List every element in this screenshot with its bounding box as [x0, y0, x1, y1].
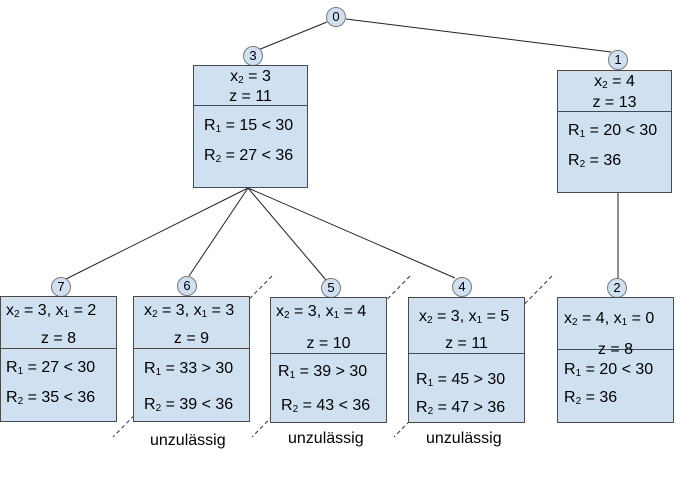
- edge-3-6: [188, 187, 249, 277]
- node-badge-7: 7: [51, 277, 71, 297]
- edge-3-5: [247, 187, 327, 281]
- node-box-5: x2 = 3, x1 = 4 z = 10 R1 = 39 > 30 R2 = …: [270, 297, 387, 423]
- node-2-constraint-1: R1 = 20 < 30: [564, 361, 654, 379]
- node-4-constraint-1: R1 = 45 > 30: [416, 371, 506, 389]
- node-2-constraint-2: R2 = 36: [564, 389, 618, 407]
- node-6-constraint-1: R1 = 33 > 30: [144, 360, 234, 378]
- edge-0-3: [257, 21, 328, 51]
- node-box-6: x2 = 3, x1 = 3 z = 9 R1 = 33 > 30 R2 = 3…: [133, 296, 250, 422]
- edge-3-7: [65, 187, 249, 280]
- status-label-node-6: unzulässig: [150, 432, 226, 449]
- edge-0-1: [345, 18, 612, 53]
- node-3-objective: z = 11: [229, 88, 272, 105]
- node-1-constraint-1: R1 = 20 < 30: [568, 122, 658, 140]
- node-badge-5: 5: [321, 278, 341, 298]
- node-5-constraint-1: R1 = 39 > 30: [278, 363, 368, 381]
- node-4-branch: x2 = 3, x1 = 5: [419, 308, 510, 326]
- node-4-objective: z = 11: [445, 335, 488, 352]
- edge-3-4: [247, 187, 456, 279]
- node-badge-0: 0: [326, 7, 346, 27]
- node-badge-3: 3: [243, 46, 263, 66]
- node-badge-1: 1: [608, 50, 628, 70]
- status-label-node-5: unzulässig: [288, 430, 364, 447]
- node-badge-6: 6: [177, 276, 197, 296]
- node-3-constraint-1: R1 = 15 < 30: [204, 117, 294, 135]
- node-5-objective: z = 10: [306, 335, 351, 352]
- node-box-7: x2 = 3, x1 = 2 z = 8 R1 = 27 < 30 R2 = 3…: [0, 296, 117, 422]
- node-box-4: x2 = 3, x1 = 5 z = 11 R1 = 45 > 30 R2 = …: [408, 297, 525, 423]
- node-6-branch: x2 = 3, x1 = 3: [144, 302, 235, 320]
- node-7-objective: z = 8: [40, 330, 77, 347]
- node-2-branch: x2 = 4, x1 = 0: [564, 310, 655, 328]
- node-1-objective: z = 13: [592, 94, 637, 111]
- node-7-constraint-2: R2 = 35 < 36: [6, 389, 96, 407]
- node-badge-2: 2: [607, 278, 627, 298]
- node-box-1: x2 = 4 z = 13 R1 = 20 < 30 R2 = 36: [557, 70, 672, 193]
- node-1-branch: x2 = 4: [594, 73, 635, 91]
- node-badge-4: 4: [452, 277, 472, 297]
- node-2-objective: z = 8: [597, 341, 634, 358]
- node-box-3: x2 = 3 z = 11 R1 = 15 < 30 R2 = 27 < 36: [193, 65, 308, 188]
- node-6-constraint-2: R2 = 39 < 36: [144, 396, 234, 414]
- node-7-branch: x2 = 3, x1 = 2: [6, 302, 97, 320]
- node-3-branch: x2 = 3: [230, 68, 271, 86]
- node-1-constraint-2: R2 = 36: [568, 152, 622, 170]
- node-6-objective: z = 9: [173, 330, 210, 347]
- node-5-constraint-2: R2 = 43 < 36: [281, 397, 371, 415]
- node-7-constraint-1: R1 = 27 < 30: [6, 359, 96, 377]
- node-5-branch: x2 = 3, x1 = 4: [276, 303, 367, 321]
- node-4-constraint-2: R2 = 47 > 36: [416, 399, 506, 417]
- status-label-node-4: unzulässig: [426, 430, 502, 447]
- node-3-constraint-2: R2 = 27 < 36: [204, 147, 294, 165]
- node-box-2: x2 = 4, x1 = 0 z = 8 R1 = 20 < 30 R2 = 3…: [557, 297, 674, 423]
